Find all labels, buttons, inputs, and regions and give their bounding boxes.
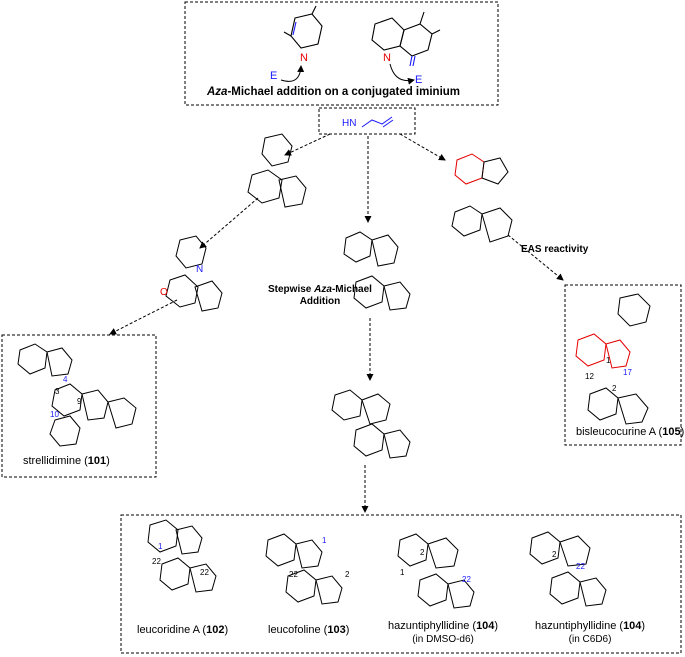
strellidimine-label: strellidimine (101) (23, 455, 110, 467)
hazuntiphyllidine-dmso-solvent: (in DMSO-d6) (412, 634, 474, 645)
hazuntiphyllidine-dmso-structure (397, 533, 475, 609)
leucofoline-structure (265, 533, 343, 605)
intermediate-left-2 (165, 235, 223, 312)
atom-number: 1 (322, 536, 327, 545)
strellidimine-box (1, 334, 157, 478)
stepwise-label: Stepwise Aza-Michael Addition (268, 284, 372, 307)
dimers-box (120, 514, 682, 654)
iminium-structure-left (283, 5, 323, 49)
atom-number: 2 (612, 384, 617, 393)
atom-number: 3 (55, 387, 60, 396)
strellidimine-structure (17, 343, 137, 447)
enamine-structure (361, 116, 394, 128)
leucofoline-label: leucofoline (103) (268, 624, 350, 636)
atom-number: 2 (552, 550, 557, 559)
top-box-title: Aza-Michael addition on a conjugated imi… (207, 86, 461, 98)
hazuntiphyllidine-dmso-label: hazuntiphyllidine (104) (in DMSO-d6) (388, 620, 499, 645)
atom-number: 1 (400, 568, 405, 577)
atom-n-int2: N (196, 264, 203, 275)
bisleucocurine-label: bisleucocurine A (105) (576, 426, 685, 438)
leucoridine-structure (147, 519, 217, 593)
intermediate-right (451, 153, 513, 243)
hazuntiphyllidine-c6d6-structure (529, 531, 607, 607)
atom-number: 22 (289, 570, 298, 579)
atom-number: 1 (158, 542, 163, 551)
intermediate-center (343, 231, 411, 311)
atom-number: 22 (152, 557, 161, 566)
atom-number: 12 (585, 372, 594, 381)
electrophile-right: E (415, 74, 422, 86)
hazuntiphyllidine-c6d6-label: hazuntiphyllidine (104) (in C6D6) (535, 620, 646, 645)
top-box (184, 1, 499, 106)
eas-label: EAS reactivity (521, 244, 589, 255)
atom-number: 22 (462, 575, 471, 584)
atom-number: 22 (200, 568, 209, 577)
atom-number: 22 (576, 562, 585, 571)
atom-number: 4 (63, 375, 68, 384)
atom-number: 2 (420, 548, 425, 557)
precursor-center (331, 389, 411, 459)
center-box (318, 107, 416, 135)
bisleucocurine-box (564, 284, 682, 446)
intermediate-left (247, 133, 307, 208)
leucoridine-label: leucoridine A (102) (137, 624, 229, 636)
center-hn-label: HN (342, 118, 357, 129)
reaction-arrows (109, 133, 564, 513)
hazuntiphyllidine-c6d6-solvent: (in C6D6) (568, 634, 612, 645)
atom-number: 17 (623, 368, 632, 377)
atom-number: 9 (77, 397, 82, 406)
iminium-n-left: N (300, 52, 308, 64)
atom-number: 1 (606, 356, 611, 365)
atom-number: 10 (50, 410, 59, 419)
atom-o-int2: O (160, 287, 168, 298)
electrophile-left: E (270, 70, 277, 82)
iminium-n-right: N (383, 52, 391, 64)
iminium-structure-right (371, 11, 441, 67)
bisleucocurine-structure (575, 293, 651, 425)
atom-number: 2 (345, 570, 350, 579)
